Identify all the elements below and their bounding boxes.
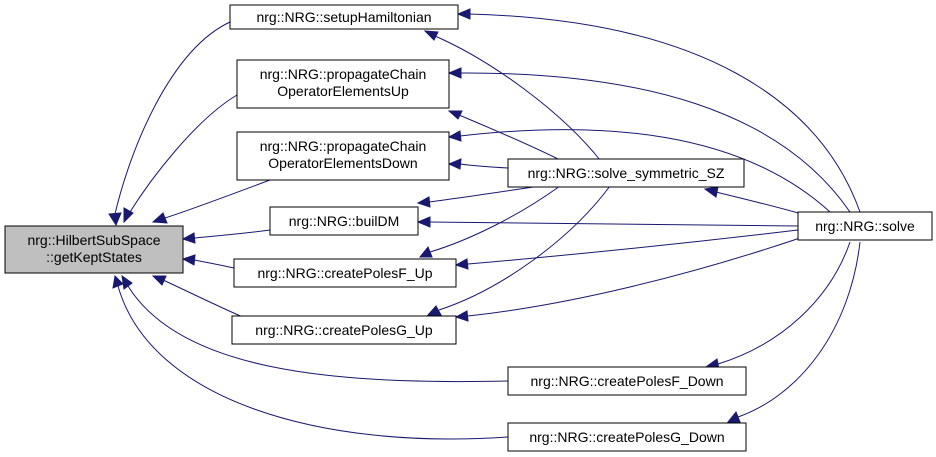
edge-solveSZ-to-polesFUp [418, 185, 561, 258]
edge-propDown-to-root [151, 179, 271, 224]
node-label: nrg::NRG::createPolesG_Down [529, 429, 724, 445]
edge-solveSZ-to-builDM [416, 185, 541, 208]
edge-solveSZ-to-setupHamiltonian [423, 30, 601, 161]
node-createPolesF_Down[interactable]: nrg::NRG::createPolesF_Down [507, 366, 747, 396]
node-getKeptStates[interactable]: nrg::HilbertSubSpace ::getKeptStates [4, 225, 184, 274]
node-label: nrg::NRG::solve [815, 218, 915, 234]
node-solve[interactable]: nrg::NRG::solve [797, 211, 933, 241]
edge-setupHamiltonian-to-root [108, 21, 231, 227]
node-label: nrg::NRG::solve_symmetric_SZ [528, 165, 725, 181]
node-propagateChainOperatorElementsDown[interactable]: nrg::NRG::propagateChain OperatorElement… [236, 131, 450, 181]
edge-polesGDown-to-root [112, 274, 509, 440]
node-propagateChainOperatorElementsUp[interactable]: nrg::NRG::propagateChain OperatorElement… [236, 59, 450, 109]
node-label: nrg::NRG::setupHamiltonian [256, 9, 431, 25]
edge-solve-to-polesGUp [454, 237, 801, 322]
edge-solve-to-polesFUp [454, 229, 799, 270]
edge-solve-to-propDown [447, 129, 831, 213]
nodes: nrg::HilbertSubSpace ::getKeptStates nrg… [4, 4, 933, 452]
node-createPolesF_Up[interactable]: nrg::NRG::createPolesF_Up [233, 258, 457, 288]
node-builDM[interactable]: nrg::NRG::builDM [269, 206, 419, 236]
node-label: nrg::HilbertSubSpace [27, 232, 160, 248]
edge-propUp-to-root [123, 94, 238, 224]
node-label: nrg::NRG::propagateChain [260, 66, 427, 82]
node-setupHamiltonian[interactable]: nrg::NRG::setupHamiltonian [229, 4, 459, 30]
edge-polesFUp-to-root [181, 254, 235, 269]
edge-solve-to-setupHamiltonian [456, 8, 861, 213]
edge-solve-to-builDM [416, 216, 799, 228]
node-label: ::getKeptStates [46, 249, 142, 265]
edge-solve-to-propUp [447, 67, 851, 213]
edge-solveSZ-to-propUp [447, 110, 561, 161]
edge-solveSZ-to-propDown [447, 158, 509, 170]
edge-polesFDown-to-root [121, 274, 509, 383]
edge-solve-to-polesGDown [726, 241, 861, 423]
edges [108, 8, 861, 440]
node-label: nrg::NRG::builDM [289, 213, 399, 229]
edge-solve-to-solveSZ [703, 186, 799, 214]
node-label: nrg::NRG::createPolesF_Up [257, 265, 432, 281]
node-label: OperatorElementsUp [277, 83, 409, 99]
node-solve_symmetric_SZ[interactable]: nrg::NRG::solve_symmetric_SZ [507, 158, 745, 188]
node-label: nrg::NRG::propagateChain [260, 138, 427, 154]
node-label: OperatorElementsDown [268, 155, 417, 171]
edge-solveSZ-to-polesGUp [426, 185, 611, 316]
edge-polesGUp-to-root [151, 275, 246, 319]
node-createPolesG_Down[interactable]: nrg::NRG::createPolesG_Down [507, 422, 747, 452]
node-label: nrg::NRG::createPolesG_Up [255, 322, 433, 338]
node-createPolesG_Up[interactable]: nrg::NRG::createPolesG_Up [231, 315, 457, 345]
node-label: nrg::NRG::createPolesF_Down [531, 373, 724, 389]
edge-builDM-to-root [181, 229, 271, 244]
